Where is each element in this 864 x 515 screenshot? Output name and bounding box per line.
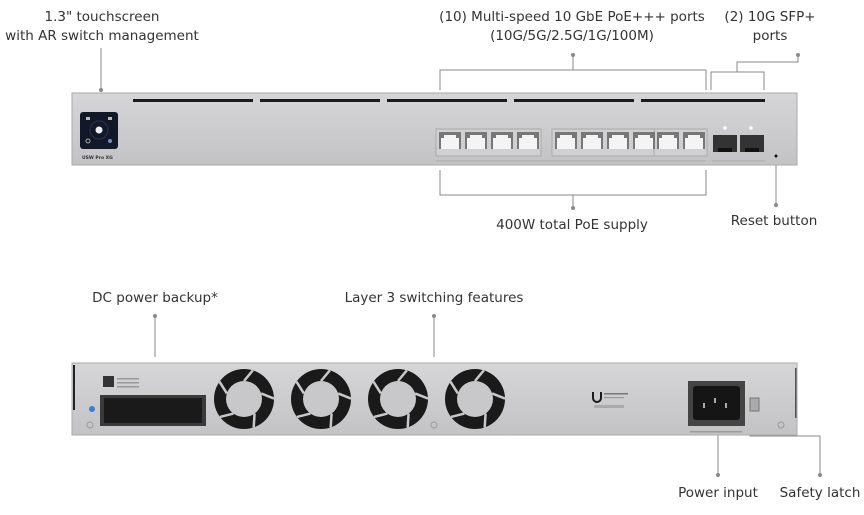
port-label-strip [436,160,706,162]
front-panel: USW Pro XG [71,92,798,166]
power-callout: Power input [678,485,758,501]
sfp-port-1[interactable] [713,126,737,152]
ground-screws [86,421,785,429]
poe-callout: 400W total PoE supply [496,217,648,233]
reset-callout: Reset button [730,213,818,229]
sfp-port-2[interactable] [740,126,764,152]
safety-latch[interactable] [749,397,760,412]
fan-4 [445,369,506,429]
model-label: USW Pro XG [82,155,113,161]
qr-label [103,376,139,388]
callout-line-2: with AR switch management [5,28,199,44]
callout-line-1: (2) 10G SFP+ [724,9,816,25]
fans [214,369,506,429]
rj45-port-2[interactable] [465,132,487,149]
touchscreen[interactable] [80,112,118,149]
back-panel [71,362,798,436]
top-vents [133,99,765,102]
ports-callout: (10) Multi-speed 10 GbE PoE+++ ports (10… [422,8,722,46]
dc-power-connector[interactable] [100,395,206,426]
fan-3 [368,369,429,429]
rj45-port-7[interactable] [607,132,629,149]
fan-2 [291,369,352,429]
callout-lines [100,48,821,475]
callout-line-2: ports [752,28,788,44]
fan-1 [214,369,275,429]
power-inlet[interactable] [688,381,745,433]
ubiquiti-logo [592,392,628,408]
rj45-port-6[interactable] [581,132,603,149]
rj45-port-5[interactable] [555,132,577,149]
sfp-callout: (2) 10G SFP+ ports [720,8,820,46]
rj45-port-8[interactable] [633,132,655,149]
dc-callout: DC power backup* [92,290,218,306]
touchscreen-callout: 1.3" touchscreen with AR switch manageme… [0,8,204,46]
layer3-callout: Layer 3 switching features [344,290,524,306]
rj45-port-1[interactable] [439,132,461,149]
rj45-port-3[interactable] [491,132,513,149]
rj45-ports [435,128,708,162]
callout-dots [99,53,822,477]
rj45-port-4[interactable] [517,132,539,149]
callout-line-1: 1.3" touchscreen [44,9,160,25]
callout-line-1: (10) Multi-speed 10 GbE PoE+++ ports [439,9,705,25]
reset-button[interactable] [774,154,778,158]
sfp-ports [712,126,765,162]
status-led [89,406,95,412]
latch-callout: Safety latch [779,485,861,501]
rj45-port-10[interactable] [683,132,705,149]
rj45-port-9[interactable] [657,132,679,149]
callout-line-2: (10G/5G/2.5G/1G/100M) [490,28,654,44]
